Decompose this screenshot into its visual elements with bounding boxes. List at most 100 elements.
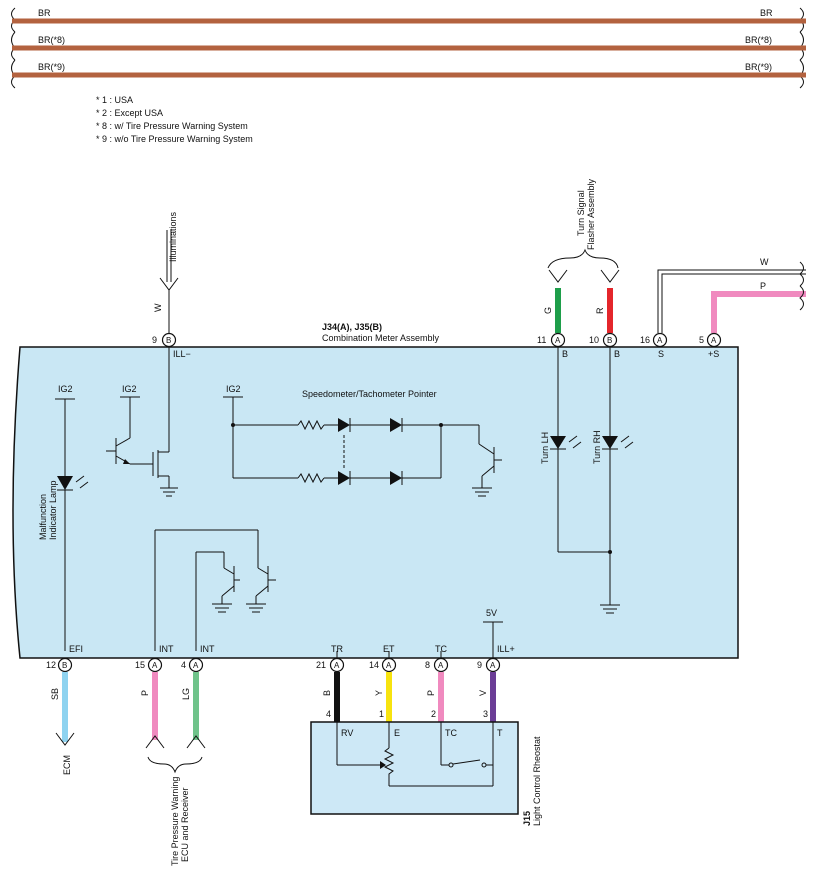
connector-letter: B — [166, 336, 171, 345]
terminal-label: S — [658, 349, 664, 359]
wire-color-label: P — [140, 690, 150, 696]
speed-signal-wires: W P A 16 S A 5 +S — [640, 257, 806, 359]
ill-plus-5v-feed: 5V — [483, 608, 503, 658]
pin-number: 1 — [379, 709, 384, 719]
connector-letter: A — [438, 661, 444, 670]
pointer-label: Speedometer/Tachometer Pointer — [302, 389, 437, 399]
wire-color-label: SB — [50, 688, 60, 700]
terminal-label: TR — [331, 644, 343, 654]
assembly-code: J34(A), J35(B) — [322, 322, 382, 332]
connector-pin — [602, 332, 618, 348]
connector-pin — [381, 657, 397, 673]
pin-number: 8 — [425, 660, 430, 670]
wire-color-label: P — [760, 281, 766, 291]
flasher-label-line1: Turn Signal — [576, 190, 586, 236]
terminal-label: ILL+ — [497, 644, 515, 654]
terminal-label: B — [562, 349, 568, 359]
wire-color-label: W — [760, 257, 769, 267]
rheostat-terminal: T — [497, 728, 503, 738]
combination-meter-body — [12, 346, 739, 659]
connector-pin — [652, 332, 668, 348]
connector-letter: A — [334, 661, 340, 670]
illumination-input: Illuminations W B 9 ILL− — [152, 211, 191, 359]
bus-lines: BR BR BR(*8) BR(*8) BR(*9) BR(*9) — [11, 7, 806, 89]
led-icon — [550, 436, 566, 449]
pin-number: 11 — [537, 335, 546, 345]
connector-letter: A — [657, 336, 663, 345]
wire-color-label: LG — [181, 688, 191, 700]
rheostat-name: Light Control Rheostat — [532, 736, 542, 826]
connector-letter: A — [386, 661, 392, 670]
note-item: * 1 : USA — [96, 95, 133, 105]
pin-number: 4 — [181, 660, 186, 670]
terminal-label: B — [614, 349, 620, 359]
rheostat-terminal: RV — [341, 728, 353, 738]
tpw-label-line2: ECU and Receiver — [180, 787, 190, 862]
led-icon — [602, 436, 618, 449]
pin-number: 9 — [152, 335, 157, 345]
turn-lh-label: Turn LH — [540, 432, 550, 464]
wire-color-label: P — [426, 690, 436, 696]
bus-label-left: BR(*9) — [38, 62, 65, 72]
turn-indicator-circuit: Turn LH Turn RH — [540, 347, 634, 614]
bus-label-left: BR(*8) — [38, 35, 65, 45]
ig2-label: IG2 — [122, 384, 137, 394]
terminal-label: ET — [383, 644, 395, 654]
5v-label: 5V — [486, 608, 497, 618]
ecm-label: ECM — [62, 755, 72, 775]
note-item: * 9 : w/o Tire Pressure Warning System — [96, 134, 253, 144]
connector-pin — [57, 657, 73, 673]
ig2-label: IG2 — [226, 384, 241, 394]
note-item: * 2 : Except USA — [96, 108, 163, 118]
pin-number: 4 — [326, 709, 331, 719]
terminal-label: INT — [159, 644, 174, 654]
bus-label-right: BR(*8) — [745, 35, 772, 45]
pin-number: 15 — [135, 660, 145, 670]
pin-number: 3 — [483, 709, 488, 719]
connector-pin — [188, 657, 204, 673]
bus-label-right: BR — [760, 8, 773, 18]
wire-pink — [711, 291, 806, 333]
rheostat-body — [310, 721, 519, 815]
notes-legend: * 1 : USA * 2 : Except USA * 8 : w/ Tire… — [96, 95, 253, 144]
light-control-rheostat: RV E TC T J15 Light Control Rheostat — [310, 721, 542, 826]
pin-number: 14 — [369, 660, 379, 670]
pin-number: 5 — [699, 335, 704, 345]
note-item: * 8 : w/ Tire Pressure Warning System — [96, 121, 248, 131]
led-icon — [57, 476, 73, 490]
assembly-name: Combination Meter Assembly — [322, 333, 440, 343]
terminal-label: INT — [200, 644, 215, 654]
connector-pin — [485, 657, 501, 673]
connector-pin — [433, 657, 449, 673]
wire-color-label: B — [322, 690, 332, 696]
bottom-connectors: B 1 2 EFI SB ECM A 15 INT P A 4 INT LG Ti… — [46, 644, 515, 866]
connector-letter: A — [711, 336, 717, 345]
flasher-label-line2: Flasher Assembly — [586, 178, 596, 250]
pointer-led-circuit: IG2 Speedometer/Tachometer Pointer — [223, 384, 502, 497]
terminal-label: TC — [435, 644, 447, 654]
mil-label-line1: Malfunction — [38, 494, 48, 540]
illumination-driver-circuit: IG2 — [106, 347, 178, 497]
terminal-label: +S — [708, 349, 719, 359]
connector-pin — [706, 332, 722, 348]
rheostat-terminal: E — [394, 728, 400, 738]
pin-number: 16 — [640, 335, 650, 345]
pin-number: 2 — [431, 709, 436, 719]
pin-number: 21 — [316, 660, 326, 670]
tpw-label-line1: Tire Pressure Warning — [170, 777, 180, 866]
connector-letter: A — [555, 336, 561, 345]
connector-letter: A — [152, 661, 158, 670]
connector-pin — [550, 332, 566, 348]
rheostat-terminal: TC — [445, 728, 457, 738]
pin-number: 9 — [477, 660, 482, 670]
turn-rh-label: Turn RH — [592, 430, 602, 464]
wire-color-label: W — [153, 303, 163, 312]
terminal-label: EFI — [69, 644, 83, 654]
connector-letter: B — [62, 661, 67, 670]
bus-label-right: BR(*9) — [745, 62, 772, 72]
connector-pin — [329, 657, 345, 673]
tpw-driver-circuit — [154, 529, 276, 651]
connector-pin — [147, 657, 163, 673]
mil-label-line2: Indicator Lamp — [48, 480, 58, 540]
